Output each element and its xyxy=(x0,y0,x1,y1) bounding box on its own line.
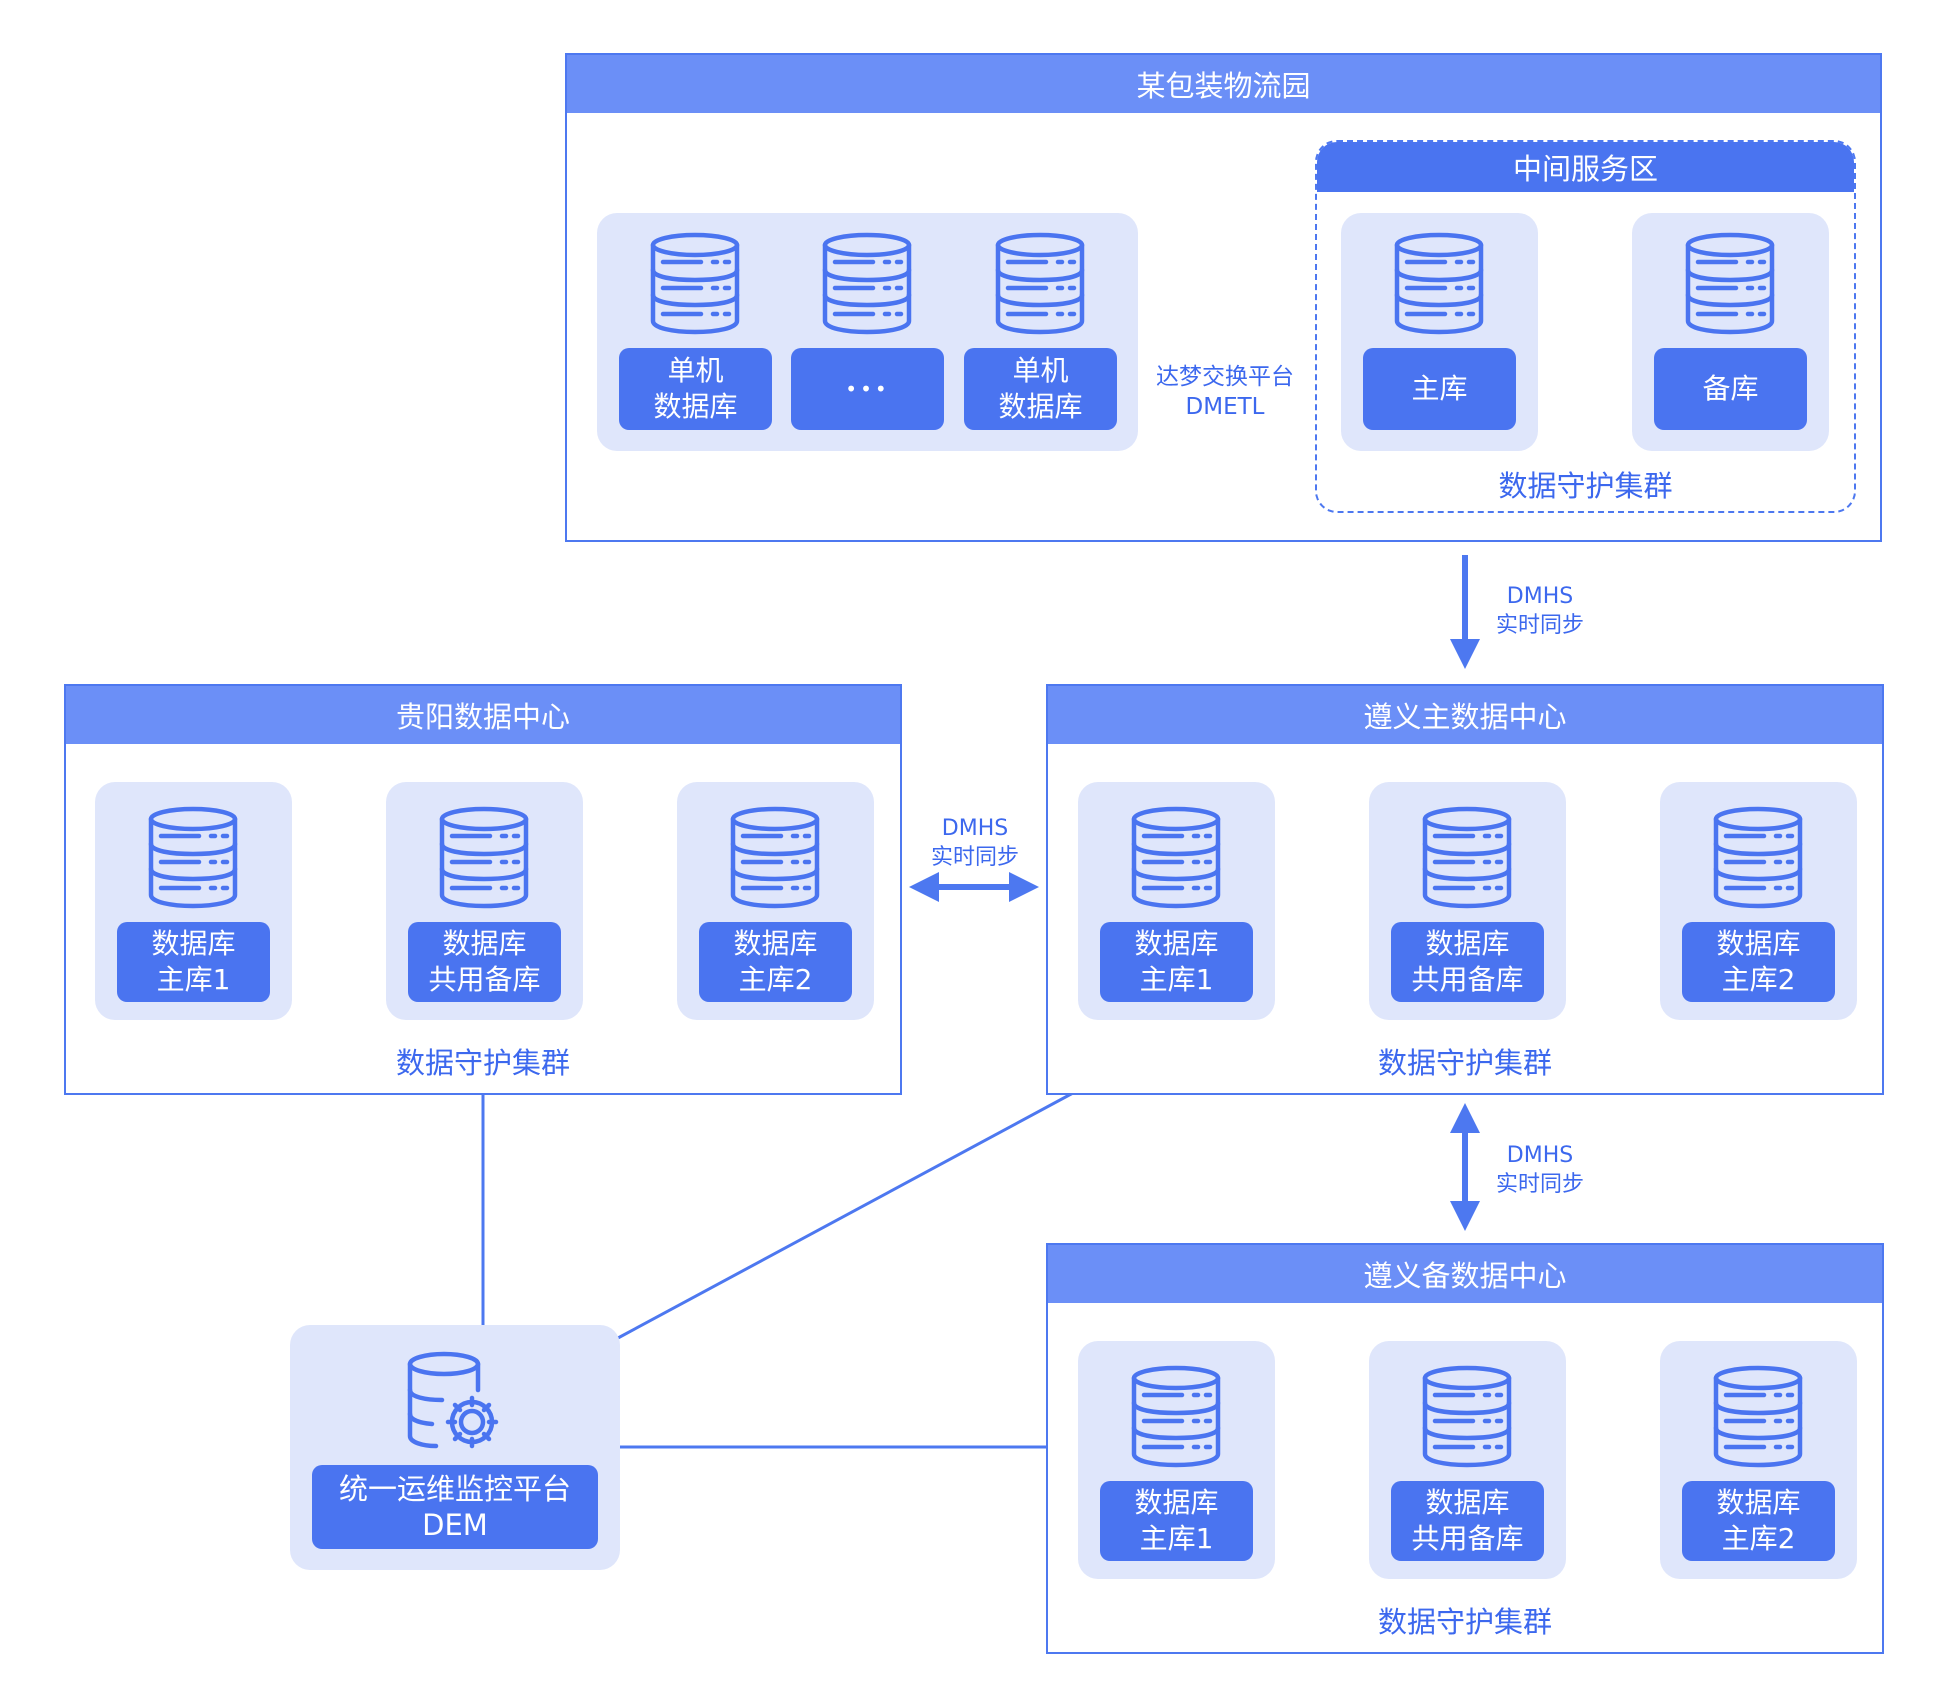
dmetl-label: 达梦交换平台 DMETL xyxy=(1156,364,1294,420)
guiyang-db-1: 数据库 主库1 xyxy=(117,922,270,1002)
guiyang-db-2: 数据库 共用备库 xyxy=(408,922,561,1002)
zunyi-main-db-3: 数据库 主库2 xyxy=(1682,922,1835,1002)
database-gear-icon xyxy=(407,1351,499,1449)
database-icon xyxy=(1712,806,1804,910)
middle-zone: 中间服务区 xyxy=(1315,140,1856,513)
database-icon xyxy=(994,232,1086,336)
database-icon xyxy=(1684,232,1776,336)
park-db-more: ••• xyxy=(791,348,944,430)
zunyi-main-caption: 数据守护集群 xyxy=(1377,1046,1552,1080)
zunyi-main-title: 遵义主数据中心 xyxy=(1048,686,1882,744)
database-icon xyxy=(821,232,913,336)
guiyang-db-3: 数据库 主库2 xyxy=(699,922,852,1002)
database-icon xyxy=(1130,1365,1222,1469)
sync-label-top: DMHS 实时同步 xyxy=(1495,584,1584,638)
park-db-3: 单机 数据库 xyxy=(964,348,1117,430)
middle-standby-label: 备库 xyxy=(1654,348,1807,430)
database-icon xyxy=(1393,232,1485,336)
database-icon xyxy=(1421,1365,1513,1469)
database-icon xyxy=(729,806,821,910)
middle-primary-label: 主库 xyxy=(1363,348,1516,430)
sync-label-mid: DMHS 实时同步 xyxy=(930,816,1019,870)
middle-caption: 数据守护集群 xyxy=(1498,469,1673,503)
guiyang-title: 贵阳数据中心 xyxy=(66,686,900,744)
database-icon xyxy=(147,806,239,910)
guiyang-caption: 数据守护集群 xyxy=(395,1046,570,1080)
zunyi-backup-db-3: 数据库 主库2 xyxy=(1682,1481,1835,1561)
dem-label: 统一运维监控平台 DEM xyxy=(312,1465,598,1549)
database-icon xyxy=(1130,806,1222,910)
park-title: 某包装物流园 xyxy=(567,55,1880,113)
zunyi-main-db-1: 数据库 主库1 xyxy=(1100,922,1253,1002)
database-icon xyxy=(649,232,741,336)
sync-label-bottom: DMHS 实时同步 xyxy=(1495,1143,1584,1197)
zunyi-backup-caption: 数据守护集群 xyxy=(1377,1605,1552,1639)
database-icon xyxy=(438,806,530,910)
middle-zone-title: 中间服务区 xyxy=(1317,142,1854,192)
zunyi-backup-title: 遵义备数据中心 xyxy=(1048,1245,1882,1303)
zunyi-backup-db-1: 数据库 主库1 xyxy=(1100,1481,1253,1561)
database-icon xyxy=(1421,806,1513,910)
zunyi-backup-db-2: 数据库 共用备库 xyxy=(1391,1481,1544,1561)
database-icon xyxy=(1712,1365,1804,1469)
zunyi-main-db-2: 数据库 共用备库 xyxy=(1391,922,1544,1002)
park-db-1: 单机 数据库 xyxy=(619,348,772,430)
dem-link-zunyi-main xyxy=(617,1091,1074,1340)
